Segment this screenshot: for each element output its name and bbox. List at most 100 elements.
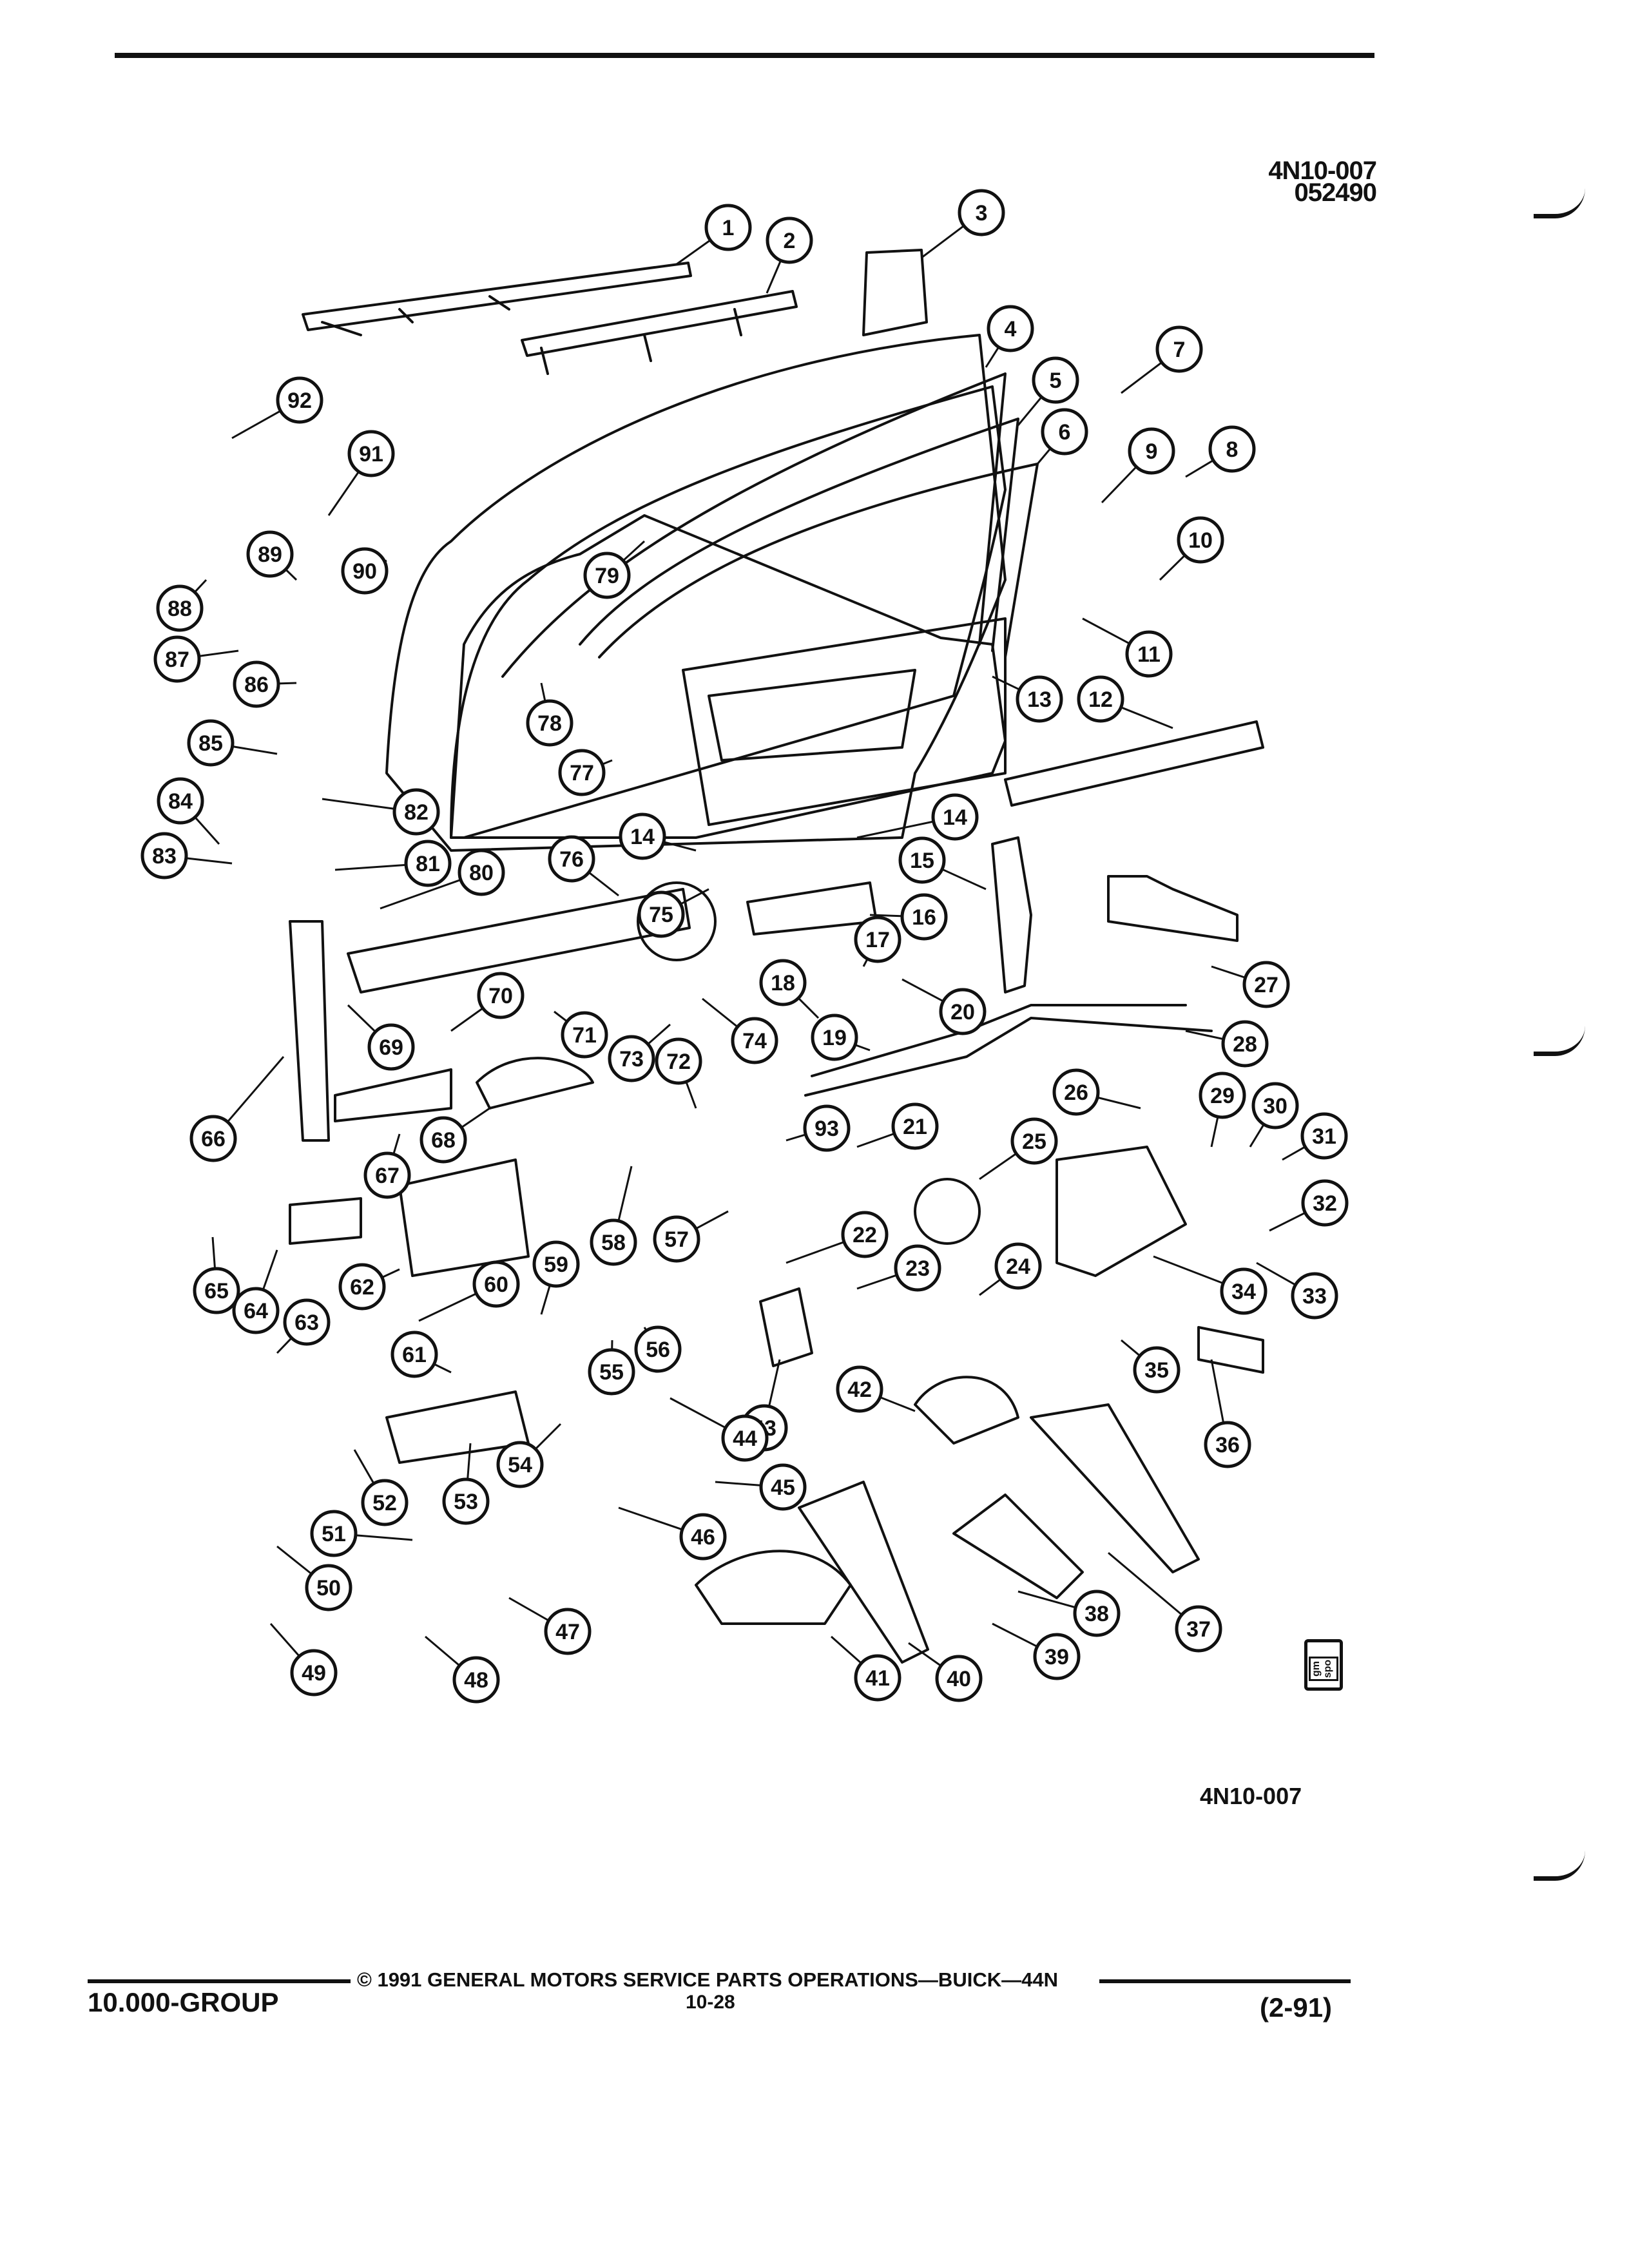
callout-leader-79 <box>622 540 646 562</box>
door-outer-panel <box>385 334 1007 852</box>
callout-circle <box>900 893 948 941</box>
callout-70: 70 <box>477 972 525 1019</box>
part-64-motor <box>289 1197 362 1245</box>
callout-circle <box>442 1477 490 1525</box>
callout-number: 44 <box>733 1427 757 1451</box>
callout-leader-75 <box>680 888 709 905</box>
callout-number: 29 <box>1210 1084 1235 1108</box>
callout-circle <box>544 1608 592 1655</box>
callout-number: 9 <box>1146 439 1158 464</box>
callout-circle <box>634 1325 682 1373</box>
callout-50: 50 <box>305 1564 352 1611</box>
part-25-speaker <box>914 1178 981 1245</box>
callout-leader-85 <box>232 745 278 755</box>
callout-17: 17 <box>854 916 901 963</box>
callout-circle <box>390 1331 438 1378</box>
callout-leader-20 <box>901 978 944 1003</box>
callout-leader-92 <box>231 410 282 439</box>
callout-circle <box>958 189 1005 236</box>
callout-66: 66 <box>189 1115 237 1162</box>
callout-53: 53 <box>442 1477 490 1525</box>
callout-number: 40 <box>947 1667 971 1691</box>
callout-leader-11 <box>1082 617 1130 645</box>
callout-circle <box>1220 1267 1268 1315</box>
callout-circle <box>679 1513 727 1561</box>
callout-circle <box>193 1267 240 1314</box>
callout-38: 38 <box>1073 1590 1121 1637</box>
callout-leader-32 <box>1269 1211 1306 1232</box>
callout-number: 63 <box>294 1311 319 1335</box>
callout-number: 11 <box>1137 642 1161 667</box>
callout-circle <box>367 1023 415 1071</box>
callout-circle <box>655 1037 702 1085</box>
callout-number: 90 <box>352 559 377 584</box>
part-13-weatherstrip <box>450 514 1007 839</box>
callout-leader-2 <box>766 260 782 294</box>
callout-circle <box>419 1116 467 1164</box>
callout-number: 37 <box>1186 1617 1211 1642</box>
callout-circle <box>759 959 807 1006</box>
callout-leader-12 <box>1120 706 1173 729</box>
callout-9: 9 <box>1128 427 1175 475</box>
callout-number: 3 <box>976 201 988 226</box>
part-67-switch <box>334 1068 452 1122</box>
callout-60: 60 <box>472 1260 520 1308</box>
footer-rule-right <box>1099 1979 1351 1983</box>
callout-12: 12 <box>1077 675 1124 723</box>
callout-5: 5 <box>1032 356 1079 404</box>
part-16-track <box>746 881 878 936</box>
part-36-cylinder <box>1197 1326 1264 1374</box>
footer-date: (2-91) <box>1260 1992 1333 2023</box>
callout-leader-88 <box>194 579 207 593</box>
callout-circle <box>1175 1605 1222 1653</box>
callout-circle <box>140 832 188 879</box>
callout-58: 58 <box>590 1218 637 1266</box>
callout-1: 1 <box>704 204 752 251</box>
callout-42: 42 <box>836 1365 883 1413</box>
callout-circle <box>854 1654 901 1702</box>
callout-circle <box>1300 1112 1348 1160</box>
callout-81: 81 <box>404 840 452 887</box>
callout-circle <box>283 1298 331 1346</box>
callout-leader-57 <box>695 1210 729 1230</box>
callout-circle <box>526 699 574 747</box>
callout-19: 19 <box>811 1014 858 1061</box>
callout-leader-81 <box>334 863 407 871</box>
callout-30: 30 <box>1251 1082 1299 1129</box>
callout-circle <box>477 972 525 1019</box>
callout-number: 59 <box>544 1253 568 1277</box>
callout-80: 80 <box>458 849 505 896</box>
callout-number: 92 <box>287 389 312 413</box>
callout-leader-77 <box>601 759 613 765</box>
callout-number: 65 <box>204 1279 229 1303</box>
callout-leader-19 <box>854 1044 871 1052</box>
callout-number: 82 <box>404 800 429 825</box>
callout-leader-41 <box>831 1635 862 1664</box>
callout-leader-5 <box>1017 396 1043 426</box>
callout-leader-45 <box>715 1481 762 1486</box>
callout-55: 55 <box>588 1348 635 1396</box>
callout-74: 74 <box>731 1017 778 1064</box>
callout-circle <box>803 1104 851 1152</box>
callout-15: 15 <box>898 836 946 884</box>
callout-number: 1 <box>722 216 735 240</box>
top-rule <box>115 53 1374 58</box>
callout-circle <box>558 749 606 796</box>
callout-92: 92 <box>276 376 323 424</box>
part-4-run-channel <box>501 372 1007 678</box>
callout-circle <box>392 788 440 836</box>
callout-number: 32 <box>1313 1191 1337 1216</box>
part-1-window-channel <box>302 262 692 331</box>
callout-circle <box>935 1655 983 1702</box>
callout-85: 85 <box>187 719 235 767</box>
callout-number: 39 <box>1045 1645 1069 1669</box>
callout-number: 25 <box>1022 1129 1046 1154</box>
callout-circle <box>766 216 813 264</box>
callout-number: 80 <box>469 861 494 885</box>
part-2-detail <box>540 308 742 375</box>
callout-number: 89 <box>258 543 282 567</box>
callout-number: 81 <box>416 852 440 876</box>
callout-leader-27 <box>1211 965 1246 979</box>
